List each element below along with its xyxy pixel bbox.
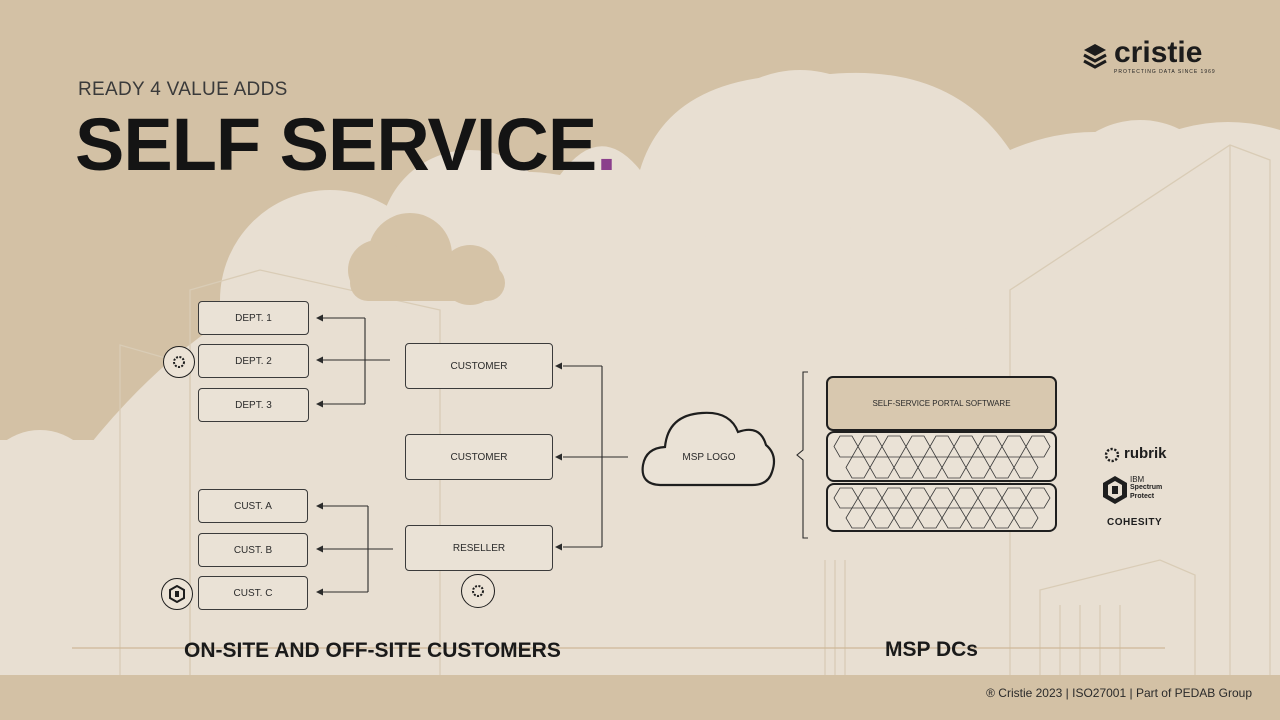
title-dot: . [596, 103, 617, 186]
node-cust-b: CUST. B [198, 533, 308, 567]
ibm-badge-icon [161, 578, 193, 610]
ibm-line2: Spectrum [1130, 484, 1163, 491]
customers-label: ON-SITE AND OFF-SITE CUSTOMERS [184, 639, 561, 662]
brand-name: cristie [1114, 36, 1203, 69]
node-customer-1: CUSTOMER [405, 343, 553, 389]
msp-logo-label: MSP LOGO [682, 452, 736, 463]
node-dept-3: DEPT. 3 [198, 388, 309, 422]
ibm-shield-icon [1103, 476, 1127, 504]
title-text: SELF SERVICE [75, 103, 597, 186]
node-dept-2: DEPT. 2 [198, 344, 309, 378]
ibm-line3: Protect [1130, 493, 1155, 500]
cohesity-logo: COHESITY [1107, 517, 1163, 528]
ibm-logo: IBM Spectrum Protect [1102, 475, 1182, 505]
storage-units [826, 431, 1057, 532]
portal-software: SELF-SERVICE PORTAL SOFTWARE [826, 376, 1057, 431]
rubrik-reseller-icon [461, 574, 495, 608]
rubrik-icon [1104, 447, 1120, 463]
msp-cloud [641, 411, 776, 487]
rubrik-name: rubrik [1124, 445, 1167, 462]
page-subtitle: READY 4 VALUE ADDS [78, 79, 288, 100]
node-cust-c: CUST. C [198, 576, 308, 610]
cristie-logo: cristie PROTECTING DATA SINCE 1969 [1080, 36, 1230, 80]
footer-text: ® Cristie 2023 | ISO27001 | Part of PEDA… [986, 686, 1252, 700]
ibm-line1: IBM [1130, 475, 1145, 484]
node-reseller: RESELLER [405, 525, 553, 571]
rubrik-logo: rubrik [1103, 445, 1183, 466]
layers-icon [1083, 44, 1107, 69]
brand-tagline: PROTECTING DATA SINCE 1969 [1114, 69, 1216, 75]
hex-cell [1013, 456, 1039, 479]
node-cust-a: CUST. A [198, 489, 308, 523]
page-title: SELF SERVICE. [75, 102, 617, 187]
msp-label: MSP DCs [885, 638, 978, 661]
node-dept-1: DEPT. 1 [198, 301, 309, 335]
node-customer-2: CUSTOMER [405, 434, 553, 480]
hex-cell [1013, 507, 1039, 529]
rubrik-badge-icon [163, 346, 195, 378]
